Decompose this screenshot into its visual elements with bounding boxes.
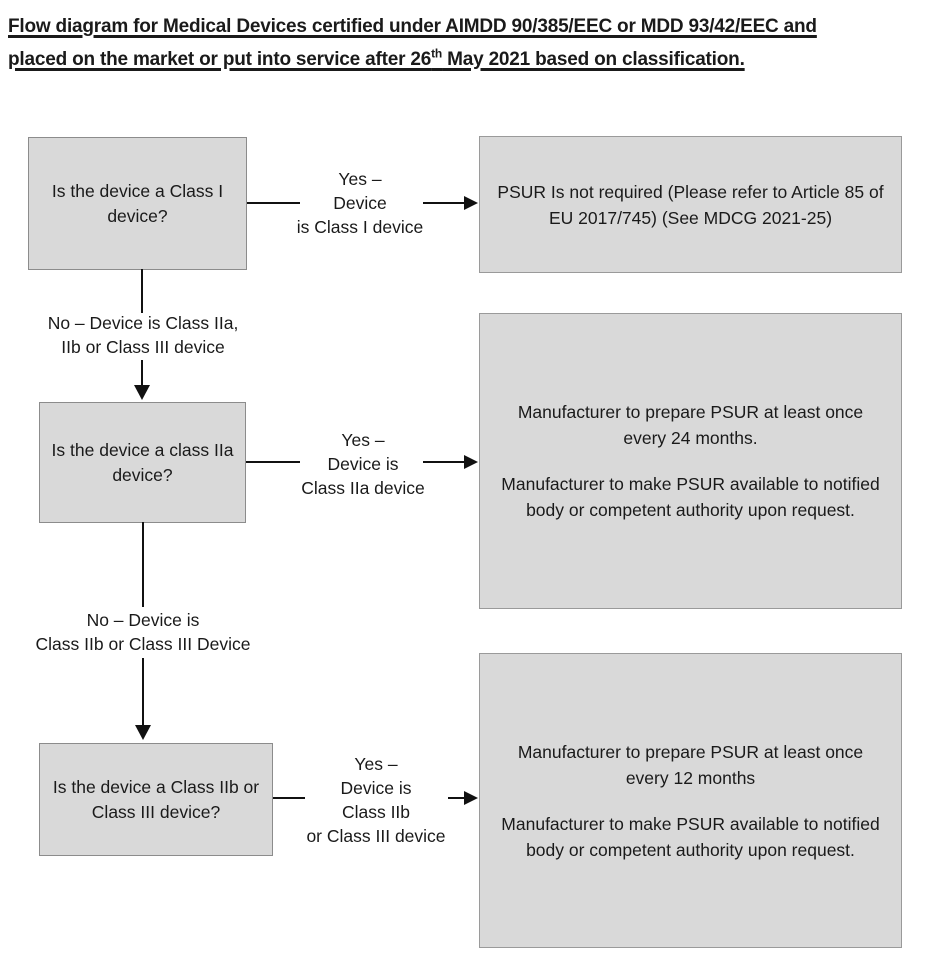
edge-label-line: IIb or Class III device — [61, 337, 225, 357]
question-box-text: device? — [107, 205, 168, 226]
edge-label-line: Yes – — [338, 169, 382, 189]
question-box-text: device? — [112, 464, 173, 485]
edge-label-line: Class IIb or Class III Device — [35, 634, 251, 654]
connector-yes1-segment — [247, 202, 300, 204]
arrow-head-down-icon — [135, 725, 151, 740]
edge-label-line: Device is — [340, 778, 412, 798]
result-box-text: Manufacturer to make PSUR available to n… — [501, 474, 880, 494]
result-box-text: body or competent authority upon request… — [526, 839, 855, 860]
arrow-head-right-icon — [464, 196, 478, 210]
label-yes-class-i: Yes – Device is Class I device — [285, 167, 435, 239]
edge-label-line: No – Device is — [86, 610, 200, 630]
result-box-psur-24-months: Manufacturer to prepare PSUR at least on… — [479, 313, 902, 609]
connector-yes2-segment — [246, 461, 300, 463]
edge-label-line: Yes – — [354, 754, 398, 774]
arrow-head-right-icon — [464, 455, 478, 469]
edge-label-line: is Class I device — [296, 217, 424, 237]
edge-label-line: No – Device is Class IIa, — [47, 313, 239, 333]
result-box-psur-12-months: Manufacturer to prepare PSUR at least on… — [479, 653, 902, 948]
question-box-class-iia: Is the device a class IIa device? — [39, 402, 246, 523]
arrow-head-right-icon — [464, 791, 478, 805]
question-box-text: Is the device a class IIa — [51, 439, 234, 460]
result-box-text: EU 2017/745) (See MDCG 2021-25) — [548, 207, 833, 228]
diagram-title-line-2: placed on the market or put into service… — [8, 46, 745, 70]
edge-label-line: Class IIa device — [301, 478, 425, 498]
edge-label-line: Yes – — [341, 430, 385, 450]
connector-yes1-arrow-shaft — [423, 202, 465, 204]
result-box-psur-not-required: PSUR Is not required (Please refer to Ar… — [479, 136, 902, 273]
edge-label-line: Class IIb — [341, 802, 411, 822]
connector-no1-arrow-shaft — [141, 360, 143, 386]
question-box-text: Is the device a Class IIb or — [52, 776, 260, 797]
connector-yes3-arrow-shaft — [448, 797, 465, 799]
question-box-text: Is the device a Class I — [51, 180, 224, 201]
label-yes-class-iia: Yes – Device is Class IIa device — [288, 428, 438, 500]
result-box-text: every 24 months. — [623, 428, 758, 448]
connector-no2-arrow-shaft — [142, 658, 144, 726]
edge-label-line: Device — [333, 193, 387, 213]
result-box-text: Manufacturer to make PSUR available to n… — [501, 813, 880, 834]
result-box-text: body or competent authority upon request… — [526, 500, 855, 520]
label-yes-class-iib-iii: Yes – Device is Class IIb or Class III d… — [296, 752, 456, 848]
connector-yes3-segment — [273, 797, 305, 799]
connector-no2-segment — [142, 522, 144, 607]
result-box-text: Manufacturer to prepare PSUR at least on… — [517, 741, 864, 762]
connector-yes2-arrow-shaft — [423, 461, 465, 463]
edge-label-line: Device is — [327, 454, 399, 474]
question-box-text: Class III device? — [91, 801, 221, 822]
result-box-text: Manufacturer to prepare PSUR at least on… — [517, 402, 864, 422]
edge-label-line: or Class III device — [306, 826, 446, 846]
title-superscript: th — [431, 46, 443, 61]
diagram-title: Flow diagram for Medical Devices certifi… — [8, 10, 934, 76]
question-box-class-iib-iii: Is the device a Class IIb or Class III d… — [39, 743, 273, 856]
question-box-class-i: Is the device a Class I device? — [28, 137, 247, 270]
arrow-head-down-icon — [134, 385, 150, 400]
diagram-title-line-1: Flow diagram for Medical Devices certifi… — [8, 16, 817, 37]
result-box-text: every 12 months — [625, 767, 756, 788]
result-box-text: PSUR Is not required (Please refer to Ar… — [497, 181, 884, 202]
label-no-class-iib-iii: No – Device is Class IIb or Class III De… — [28, 608, 258, 656]
label-no-class-iia-iib-iii: No – Device is Class IIa, IIb or Class I… — [37, 311, 249, 359]
connector-no1-segment — [141, 269, 143, 313]
